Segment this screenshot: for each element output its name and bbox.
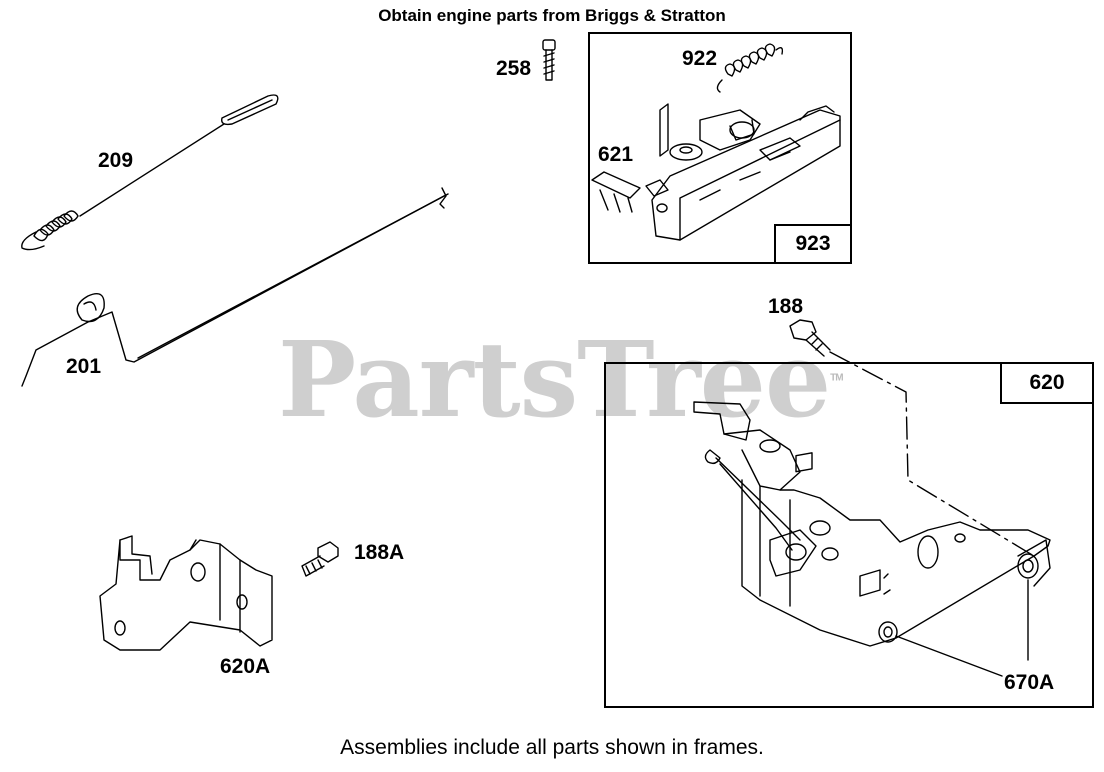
part-209-spring-drawing [22, 95, 278, 250]
assembly-frame-923: 923 [588, 32, 852, 264]
part-label-621[interactable]: 621 [598, 143, 634, 166]
part-922-spring-drawing [717, 44, 782, 92]
part-620-assembly-drawing [694, 402, 1050, 646]
part-188-bolt-drawing [790, 320, 1034, 556]
leader-670A-lines [896, 580, 1028, 676]
assembly-tag-620[interactable]: 620 [1000, 364, 1092, 404]
footer-note: Assemblies include all parts shown in fr… [340, 736, 764, 759]
part-label-209[interactable]: 209 [98, 149, 134, 172]
part-188A-screw-drawing [302, 542, 338, 576]
part-201-rod-drawing [22, 188, 448, 386]
part-label-922[interactable]: 922 [682, 47, 718, 70]
part-258-screw-drawing [543, 40, 555, 80]
part-label-201[interactable]: 201 [66, 355, 102, 378]
part-label-258[interactable]: 258 [496, 57, 532, 80]
part-label-188A[interactable]: 188A [354, 541, 405, 564]
part-label-620A[interactable]: 620A [220, 655, 271, 678]
assembly-tag-923[interactable]: 923 [774, 224, 850, 262]
diagram-title: Obtain engine parts from Briggs & Stratt… [378, 6, 726, 25]
assembly-frame-620: 620 [604, 362, 1094, 708]
part-label-188[interactable]: 188 [768, 295, 804, 318]
part-620A-plate-drawing [100, 536, 272, 650]
part-label-670A[interactable]: 670A [1004, 671, 1055, 694]
part-923-bracket-drawing [592, 104, 840, 240]
watermark: PartsTreeTM [278, 318, 844, 441]
